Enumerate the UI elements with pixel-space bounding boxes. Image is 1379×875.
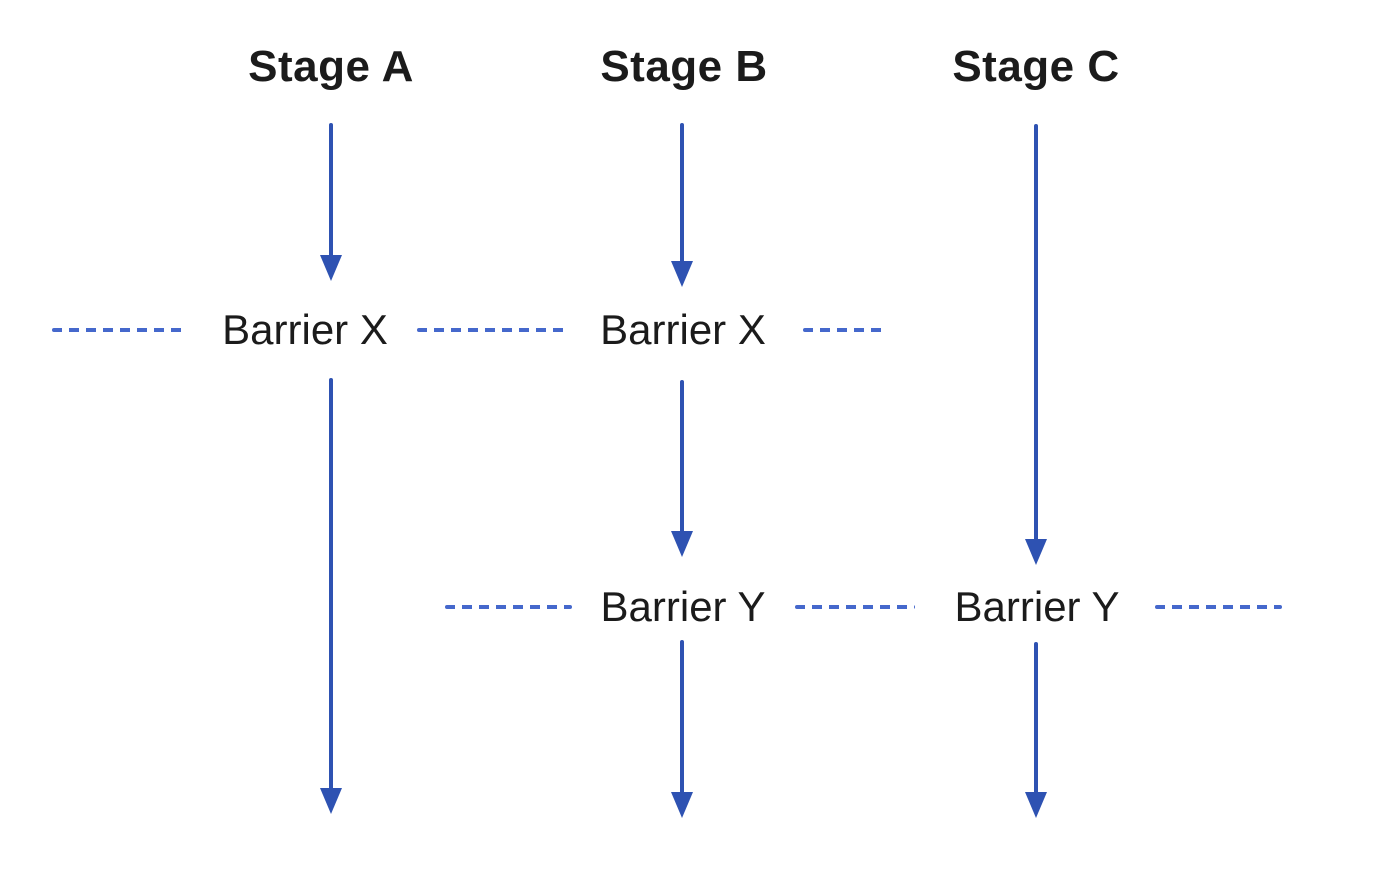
barrier-x-dash-right (803, 328, 888, 332)
barrier-x-label-stage-a: Barrier X (222, 306, 388, 353)
stage-b-arrow-middle (670, 380, 694, 557)
stage-b-arrow-top (670, 123, 694, 287)
arrow-head-icon (1025, 792, 1047, 818)
barrier-x-label-stage-b: Barrier X (600, 306, 766, 353)
arrow-shaft (680, 123, 684, 269)
barrier-y-dash-middle (795, 605, 915, 609)
barrier-y-label-stage-c: Barrier Y (954, 583, 1120, 630)
arrow-shaft (680, 640, 684, 800)
stage-b-label: Stage B (600, 42, 768, 91)
stage-c-arrow-top (1024, 124, 1048, 565)
barrier-y-dash-right (1155, 605, 1282, 609)
stage-c-arrow-bottom (1024, 642, 1048, 818)
stage-a-arrow-bottom (319, 378, 343, 814)
barrier-x-dash-middle (417, 328, 570, 332)
barrier-y-label-stage-b: Barrier Y (600, 583, 766, 630)
arrow-head-icon (320, 788, 342, 814)
barrier-x-dash-left (52, 328, 185, 332)
arrow-shaft (329, 378, 333, 796)
stage-a-arrow-top (319, 123, 343, 281)
arrow-shaft (329, 123, 333, 263)
barrier-y-dash-left (445, 605, 572, 609)
stage-a-label: Stage A (248, 42, 414, 91)
arrow-shaft (1034, 642, 1038, 800)
arrow-shaft (1034, 124, 1038, 547)
arrow-head-icon (1025, 539, 1047, 565)
arrow-head-icon (671, 531, 693, 557)
arrow-head-icon (671, 261, 693, 287)
arrow-head-icon (671, 792, 693, 818)
stage-b-arrow-bottom (670, 640, 694, 818)
arrow-shaft (680, 380, 684, 539)
stage-c-label: Stage C (952, 42, 1120, 91)
arrow-head-icon (320, 255, 342, 281)
